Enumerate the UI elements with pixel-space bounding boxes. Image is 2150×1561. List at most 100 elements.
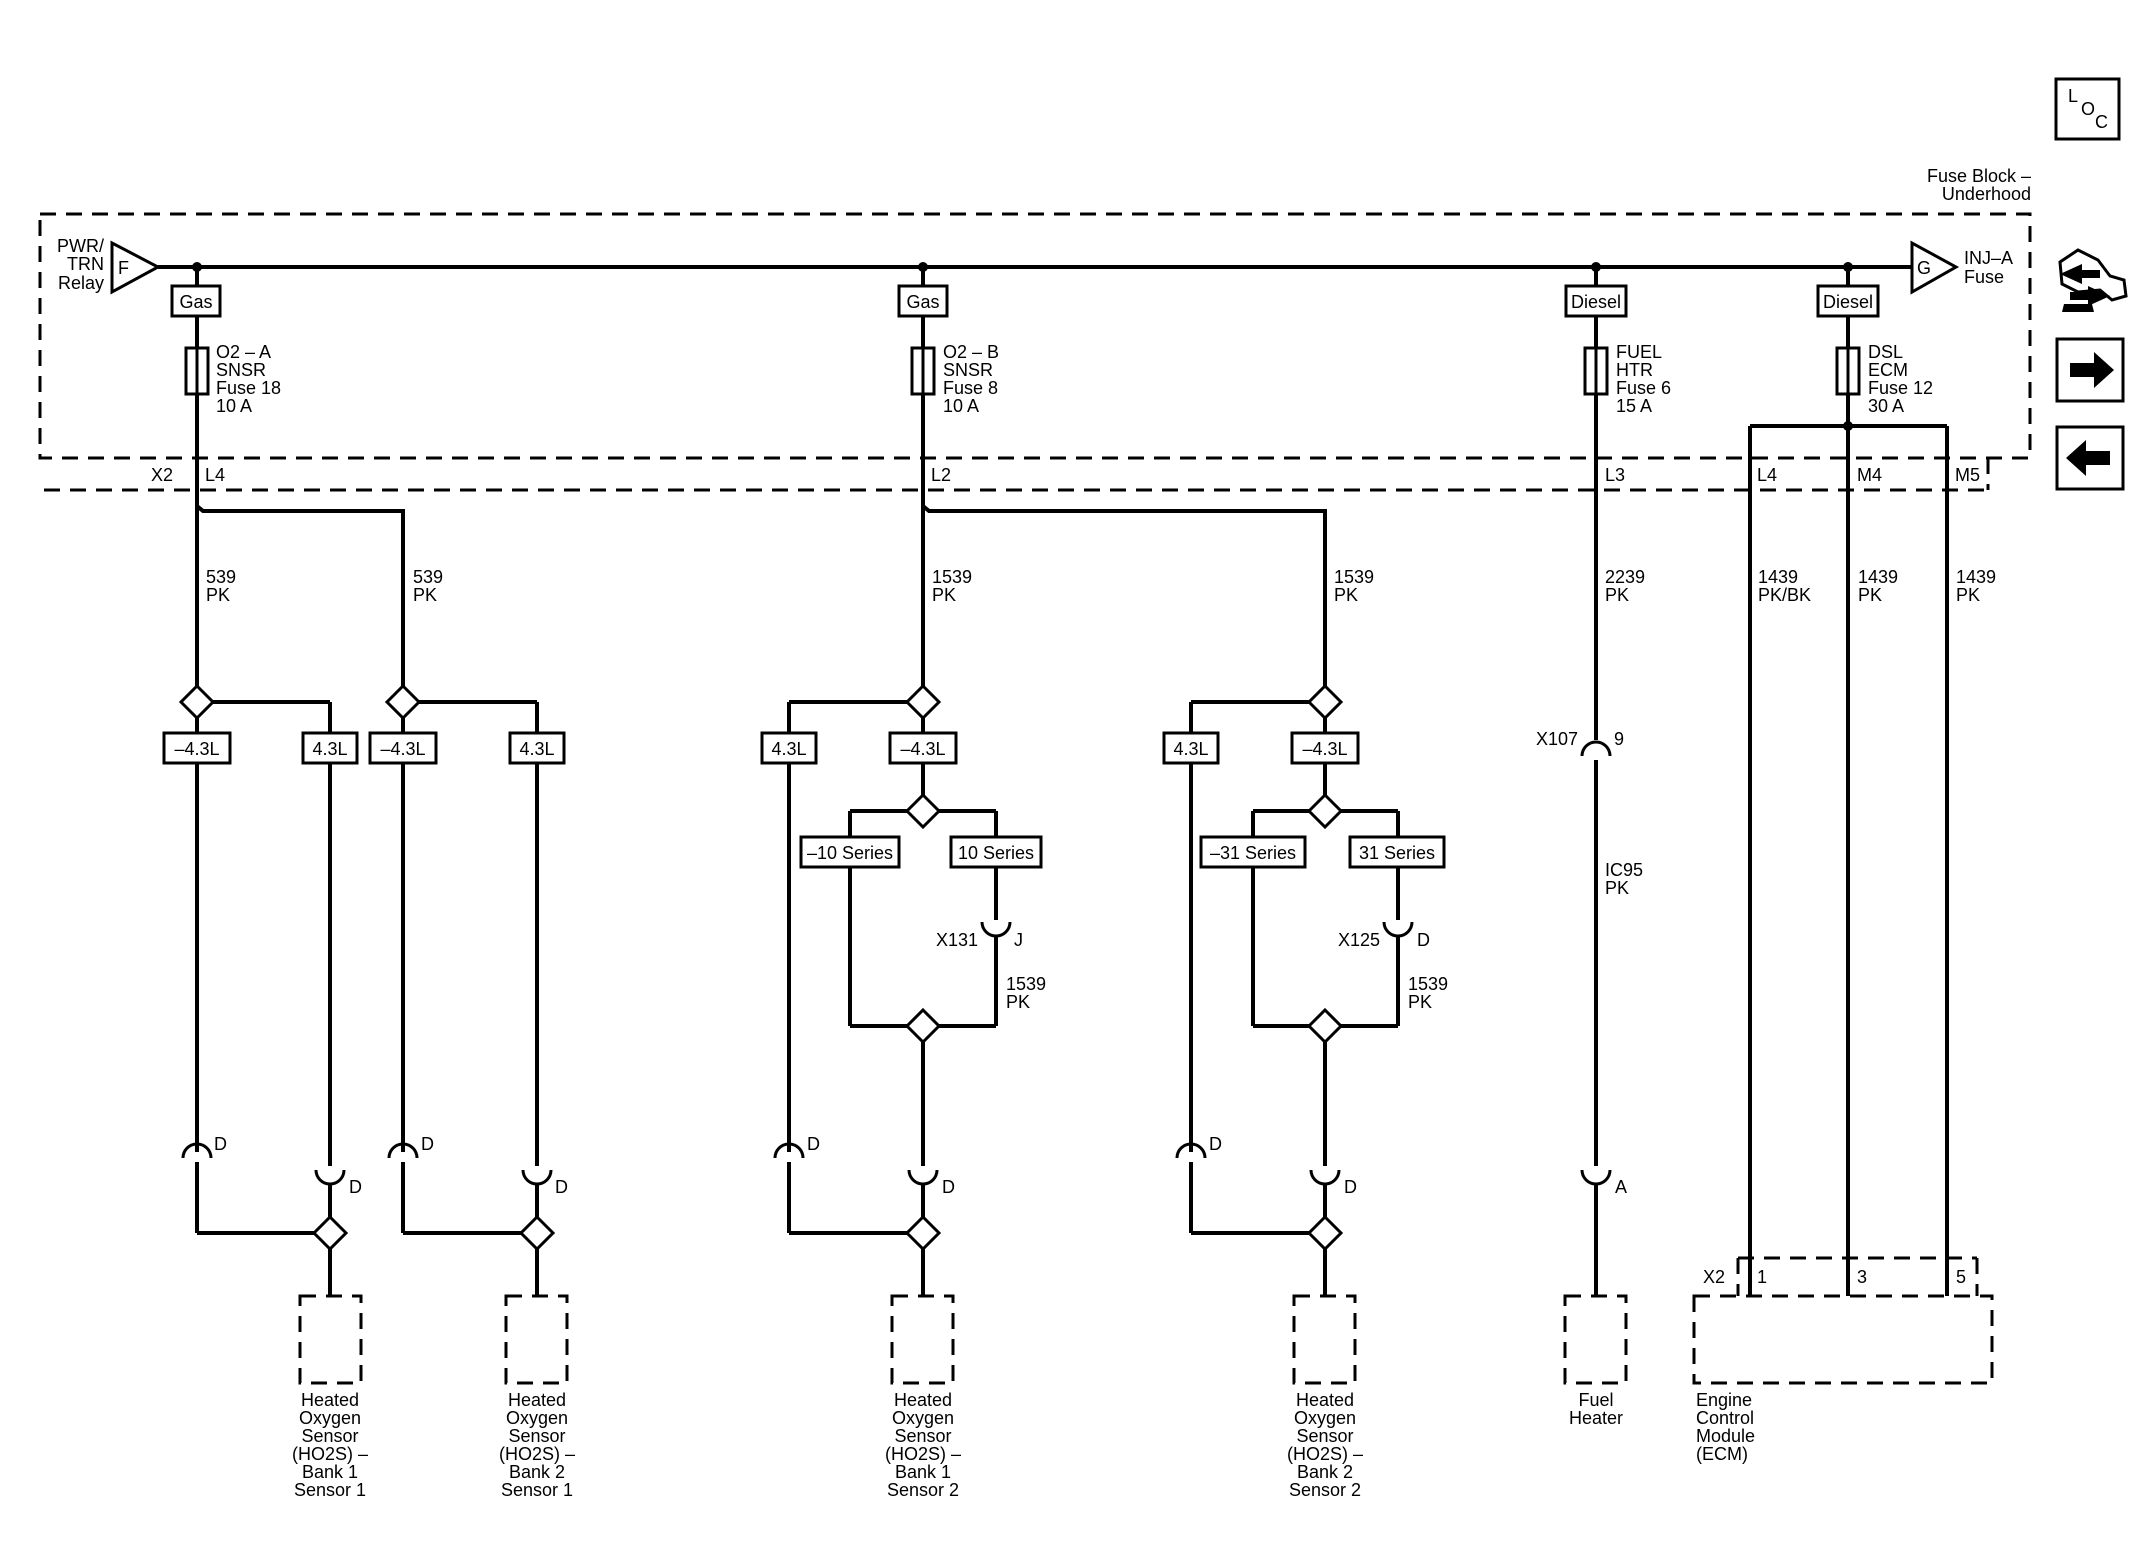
component-label: Sensor 2	[1289, 1480, 1361, 1500]
wire-circuit: 1539	[1408, 974, 1448, 994]
fuse-label: Fuse 18	[216, 378, 281, 398]
left-source-terminal-letter: F	[118, 258, 129, 278]
component-label: Heated	[894, 1390, 952, 1410]
pin-label: M4	[1857, 465, 1882, 485]
pin-d: D	[421, 1134, 434, 1154]
pin-label: L3	[1605, 465, 1625, 485]
left-source-terminal	[110, 240, 162, 295]
wire-circuit: 1439	[1758, 567, 1798, 587]
connector-x125-pin: D	[1417, 930, 1430, 950]
branch-fuel-heater: X107 9 IC95 PK A Fuel Heater	[1536, 729, 1643, 1428]
components-icon[interactable]	[2058, 248, 2128, 312]
wire-color: PK	[932, 585, 956, 605]
wire-539-b	[195, 504, 405, 690]
component-label: Sensor	[301, 1426, 358, 1446]
fuse-label: FUEL	[1616, 342, 1662, 362]
fuse-block-title-line1: Fuse Block –	[1927, 166, 2031, 186]
loc-letter-o: O	[2081, 99, 2095, 119]
wire-color: PK	[206, 585, 230, 605]
previous-arrow-button[interactable]	[2055, 425, 2125, 491]
fuse-label: HTR	[1616, 360, 1653, 380]
pin-d: D	[1344, 1177, 1357, 1197]
component-label: Heated	[508, 1390, 566, 1410]
fuse-label: SNSR	[943, 360, 993, 380]
component-label: (HO2S) –	[499, 1444, 575, 1464]
branch-b1s2: 4.3L –4.3L –10 Series 10 Series X131 J 1…	[760, 683, 1046, 1500]
fuse-label: 15 A	[1616, 396, 1652, 416]
fuse-label: 10 A	[216, 396, 252, 416]
option-is-43: 4.3L	[1173, 739, 1208, 759]
connector-x2-label: X2	[151, 465, 173, 485]
wire-circuit: 1539	[932, 567, 972, 587]
right-source-label-1: INJ–A	[1964, 248, 2013, 268]
fuse-option-label: Diesel	[1823, 292, 1873, 312]
component-label: Sensor	[508, 1426, 565, 1446]
next-arrow-button[interactable]	[2055, 337, 2125, 403]
loc-letter-l: L	[2068, 86, 2078, 106]
right-source-terminal-letter: G	[1917, 258, 1931, 278]
component-label: Sensor 1	[501, 1480, 573, 1500]
pin-label: L2	[931, 465, 951, 485]
connector-x125: X125	[1338, 930, 1380, 950]
fuse-label: ECM	[1868, 360, 1908, 380]
wire-color: PK/BK	[1758, 585, 1811, 605]
fuse-label: Fuse 12	[1868, 378, 1933, 398]
wire-color: PK	[1334, 585, 1358, 605]
wire-color: PK	[1858, 585, 1882, 605]
next-arrow-icon	[2070, 352, 2114, 388]
fuse-label: SNSR	[216, 360, 266, 380]
fuse-label: DSL	[1868, 342, 1903, 362]
component-label: (HO2S) –	[292, 1444, 368, 1464]
component-label: Oxygen	[1294, 1408, 1356, 1428]
fuse-dsl-ecm: Diesel DSL ECM Fuse 12 30 A	[1748, 267, 1949, 1296]
option-not-43: –4.3L	[1302, 739, 1347, 759]
option-not-10-series: –10 Series	[807, 843, 893, 863]
option-is-43: 4.3L	[771, 739, 806, 759]
fuse-option-label: Diesel	[1571, 292, 1621, 312]
wire-color: PK	[1956, 585, 1980, 605]
pin-label: M5	[1955, 465, 1980, 485]
left-source-label-2: TRN	[67, 254, 104, 274]
pin-a: A	[1615, 1177, 1627, 1197]
left-source-label-1: PWR/	[57, 236, 104, 256]
component-label: Oxygen	[506, 1408, 568, 1428]
right-source-terminal	[1910, 240, 1960, 295]
wire-circuit: 1539	[1006, 974, 1046, 994]
pin-d: D	[807, 1134, 820, 1154]
branch-b2s1: –4.3L 4.3L D D Heated Oxygen Sensor (HO2…	[368, 683, 575, 1500]
fuse-label: 30 A	[1868, 396, 1904, 416]
fuse-block-title-line2: Underhood	[1942, 184, 2031, 204]
option-is-10-series: 10 Series	[958, 843, 1034, 863]
component-label: Heated	[301, 1390, 359, 1410]
pin-d: D	[555, 1177, 568, 1197]
wire-circuit: 539	[206, 567, 236, 587]
component-label: (HO2S) –	[1287, 1444, 1363, 1464]
component-label: Heater	[1569, 1408, 1623, 1428]
component-label: Sensor 1	[294, 1480, 366, 1500]
loc-letter-c: C	[2095, 112, 2108, 132]
wire-color: PK	[413, 585, 437, 605]
connector-x131: X131	[936, 930, 978, 950]
loc-button[interactable]: L O C	[2054, 77, 2121, 141]
wire-circuit: 1539	[1334, 567, 1374, 587]
wire-circuit: 1439	[1858, 567, 1898, 587]
fuse-o2-b: Gas O2 – B SNSR Fuse 8 10 A	[897, 267, 999, 506]
fuse-option-label: Gas	[906, 292, 939, 312]
ecm-component: X2 1 3 5 Engine Control Module (ECM)	[1692, 1256, 1994, 1464]
pin-d: D	[214, 1134, 227, 1154]
fuse-label: 10 A	[943, 396, 979, 416]
connector-x131-pin: J	[1014, 930, 1023, 950]
component-label: Bank 2	[509, 1462, 565, 1482]
fuse-option-label: Gas	[179, 292, 212, 312]
option-is-31-series: 31 Series	[1359, 843, 1435, 863]
fuse-label: Fuse 6	[1616, 378, 1671, 398]
wire-circuit: 2239	[1605, 567, 1645, 587]
option-not-43: –4.3L	[900, 739, 945, 759]
wire-color: PK	[1605, 585, 1629, 605]
branch-b1s1: –4.3L 4.3L D D Heated Oxygen Sensor (HO2…	[162, 683, 368, 1500]
wire-circuit: IC95	[1605, 860, 1643, 880]
fuse-label: O2 – A	[216, 342, 271, 362]
pin-d: D	[1209, 1134, 1222, 1154]
component-label: (ECM)	[1696, 1444, 1748, 1464]
